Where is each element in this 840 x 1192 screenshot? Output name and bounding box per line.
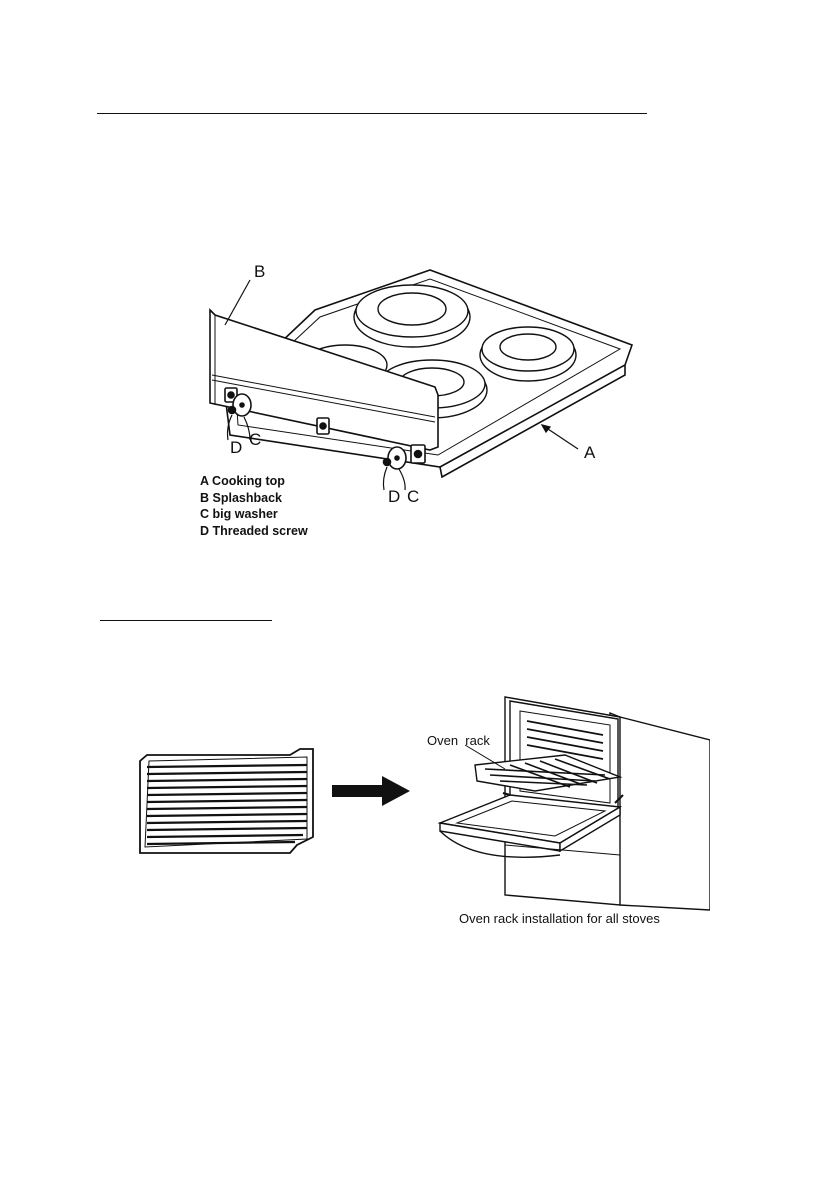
callout-a: A [584,443,596,462]
section-1-heading-underline [97,113,647,114]
cooktop-splashback-diagram: B A D C D C A Cooking top B Splashback C… [180,255,650,555]
callout-d-left: D [230,438,242,457]
legend-item-b: B Splashback [200,491,282,505]
section-2-heading-underline [100,620,272,621]
oven-rack-installation-diagram: Oven rack Oven rack installation for all… [415,695,710,930]
oven-rack-caption: Oven rack installation for all stoves [459,911,660,926]
oven-rack-label: Oven rack [427,733,490,748]
legend-item-d: D Threaded screw [200,524,308,538]
callout-d-right: D [388,487,400,506]
callout-b: B [254,262,265,281]
callout-c-right: C [407,487,419,506]
figure1-legend: A Cooking top B Splashback C big washer … [200,474,308,538]
callout-c-left: C [249,430,261,449]
legend-item-c: C big washer [200,507,278,521]
legend-item-a: A Cooking top [200,474,285,488]
arrow-right-icon [330,775,412,807]
oven-rack-drawing [135,745,325,860]
